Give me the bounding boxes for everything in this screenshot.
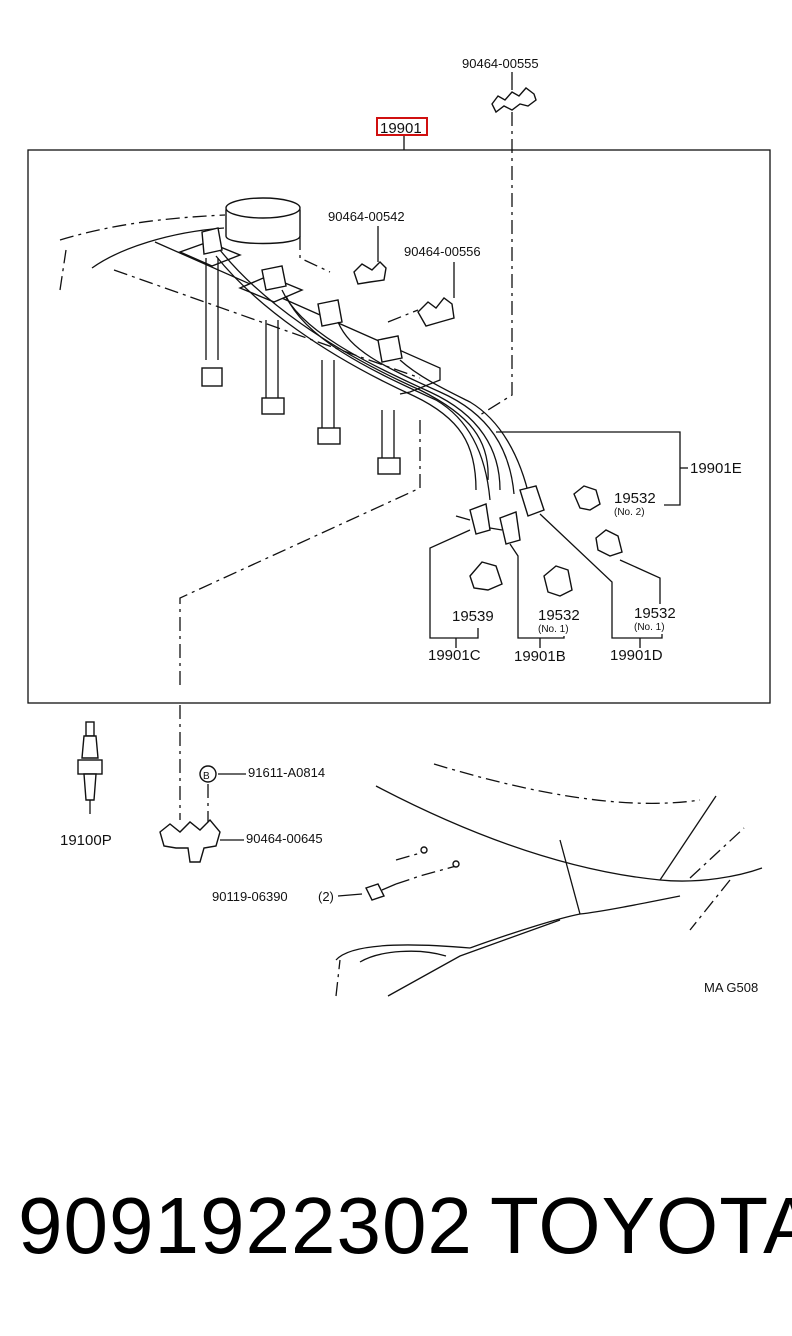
- parts-diagram: 19901 90464-00555: [27, 56, 771, 997]
- plug-boot-1: [201, 227, 223, 387]
- highlighted-part-ref[interactable]: 19901: [376, 117, 428, 137]
- assembly-frame: [27, 149, 771, 704]
- plug-boot-3: [317, 299, 343, 445]
- label-screw-qty: (2): [318, 889, 334, 904]
- label-bolt-b: 91611-A0814: [248, 765, 325, 780]
- label-cord-d: 19901D: [610, 647, 663, 664]
- label-holder-b: 19532: [538, 607, 580, 624]
- label-holder-b-sub: (No. 1): [538, 624, 569, 635]
- spark-plug: [77, 721, 103, 814]
- plug-boot-4: [377, 335, 403, 475]
- engine-outline: [335, 763, 763, 997]
- label-cord-e: 19901E: [690, 460, 742, 477]
- label-holder-d-sub: (No. 1): [634, 622, 665, 633]
- distributor-cap: [225, 197, 331, 273]
- holder-b-part: [543, 565, 573, 597]
- label-clamp-a: 90464-00542: [328, 209, 405, 224]
- figure-code: MA G508: [704, 980, 758, 995]
- clamp-b-part: [417, 297, 455, 327]
- label-spark-plug: 19100P: [60, 832, 112, 849]
- label-holder-c: 19539: [452, 608, 494, 625]
- brand-name: TOYOTA: [490, 1181, 792, 1270]
- label-holder-no2: 19532: [614, 490, 656, 507]
- part-number: 9091922302: [18, 1181, 473, 1270]
- holder-no2-part: [573, 485, 601, 511]
- clamp-a-part: [353, 261, 387, 285]
- bolt-b-letter: B: [203, 771, 210, 782]
- clamp-bottom-part: [159, 818, 221, 863]
- label-holder-no2-sub: (No. 2): [614, 507, 645, 518]
- highlighted-part-label: 19901: [380, 120, 422, 137]
- label-holder-d: 19532: [634, 605, 676, 622]
- ignition-wires: [215, 249, 531, 501]
- label-cord-c: 19901C: [428, 647, 481, 664]
- holder-c-part: [469, 561, 503, 591]
- clamp-top-part: [491, 87, 537, 114]
- label-screw: 90119-06390: [212, 889, 288, 904]
- label-clamp-bottom: 90464-00645: [246, 831, 323, 846]
- bolt-b-marker: B: [199, 765, 217, 783]
- label-clamp-top: 90464-00555: [462, 56, 539, 71]
- cord-end-boots: [455, 485, 545, 545]
- label-clamp-b: 90464-00556: [404, 244, 481, 259]
- holder-d-part: [595, 529, 623, 557]
- screw-part: [365, 883, 397, 901]
- plug-boot-2: [261, 265, 287, 415]
- label-cord-b: 19901B: [514, 648, 566, 665]
